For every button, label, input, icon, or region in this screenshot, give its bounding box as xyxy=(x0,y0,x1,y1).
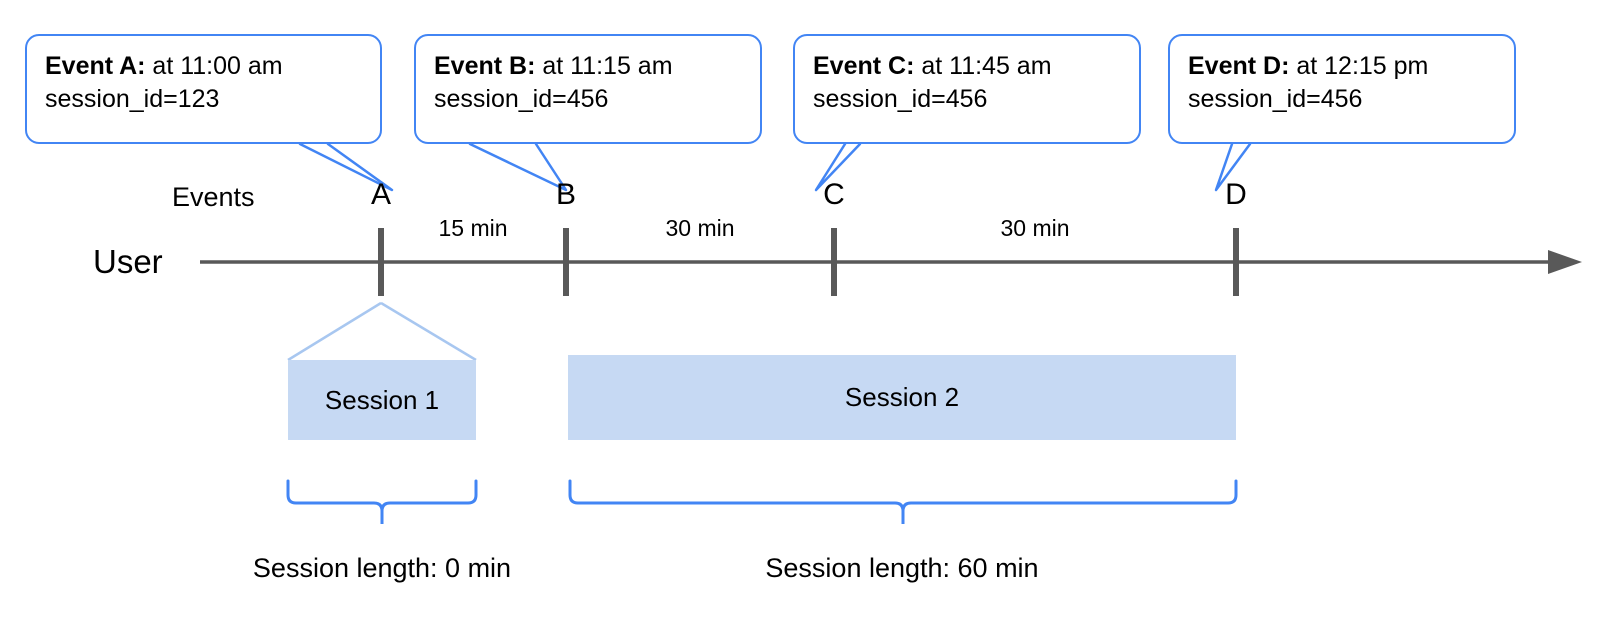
callout-c-session-id: session_id=456 xyxy=(813,84,988,113)
brace-session-1 xyxy=(286,479,478,524)
callout-d-event-label: Event D: xyxy=(1188,52,1290,80)
gap-label-a-b: 15 min xyxy=(438,215,508,241)
callout-d-time: at 12:15 pm xyxy=(1289,52,1429,80)
callout-a-line1: Event A: at 11:00 am xyxy=(45,50,364,83)
session-length-2: Session length: 60 min xyxy=(765,553,1039,583)
callout-d-session-id: session_id=456 xyxy=(1188,84,1363,113)
leader-line-session1-right xyxy=(380,301,477,362)
brace-session-2 xyxy=(568,479,1238,524)
event-letter-d: D xyxy=(1225,178,1247,211)
gap-label-b-c: 30 min xyxy=(665,215,735,241)
callout-b-time: at 11:15 am xyxy=(535,52,673,80)
timeline-row-label-user: User xyxy=(93,243,163,280)
callout-a-time: at 11:00 am xyxy=(145,52,283,80)
gap-label-c-d: 30 min xyxy=(1000,215,1070,241)
callout-a-session-id: session_id=123 xyxy=(45,84,220,113)
callout-a-event-label: Event A: xyxy=(45,52,146,80)
session-bar-2-label: Session 2 xyxy=(844,382,960,412)
session-bar-1-label: Session 1 xyxy=(324,384,440,415)
callout-event-a: Event A: at 11:00 am session_id=123 xyxy=(25,34,382,144)
callout-b-session-id: session_id=456 xyxy=(434,84,609,113)
session-length-1: Session length: 0 min xyxy=(252,553,512,583)
event-letter-b: B xyxy=(555,178,576,211)
callout-c-time: at 11:45 am xyxy=(914,52,1052,80)
callout-event-d: Event D: at 12:15 pm session_id=456 xyxy=(1168,34,1516,144)
event-letter-c: C xyxy=(823,178,845,211)
callout-c-line1: Event C: at 11:45 am xyxy=(813,50,1123,83)
event-letter-a: A xyxy=(370,178,391,211)
callout-d-line1: Event D: at 12:15 pm xyxy=(1188,50,1498,83)
callout-event-b: Event B: at 11:15 am session_id=456 xyxy=(414,34,762,144)
leader-line-session1-left xyxy=(287,301,382,362)
callout-b-event-label: Event B: xyxy=(434,52,536,80)
callout-b-line1: Event B: at 11:15 am xyxy=(434,50,744,83)
session-bar-2: Session 2 xyxy=(568,355,1236,440)
events-row-label: Events xyxy=(172,182,255,212)
timeline-arrow-head xyxy=(1548,250,1582,274)
callout-event-c: Event C: at 11:45 am session_id=456 xyxy=(793,34,1141,144)
session-bar-1: Session 1 xyxy=(288,360,476,440)
callout-c-event-label: Event C: xyxy=(813,52,915,80)
